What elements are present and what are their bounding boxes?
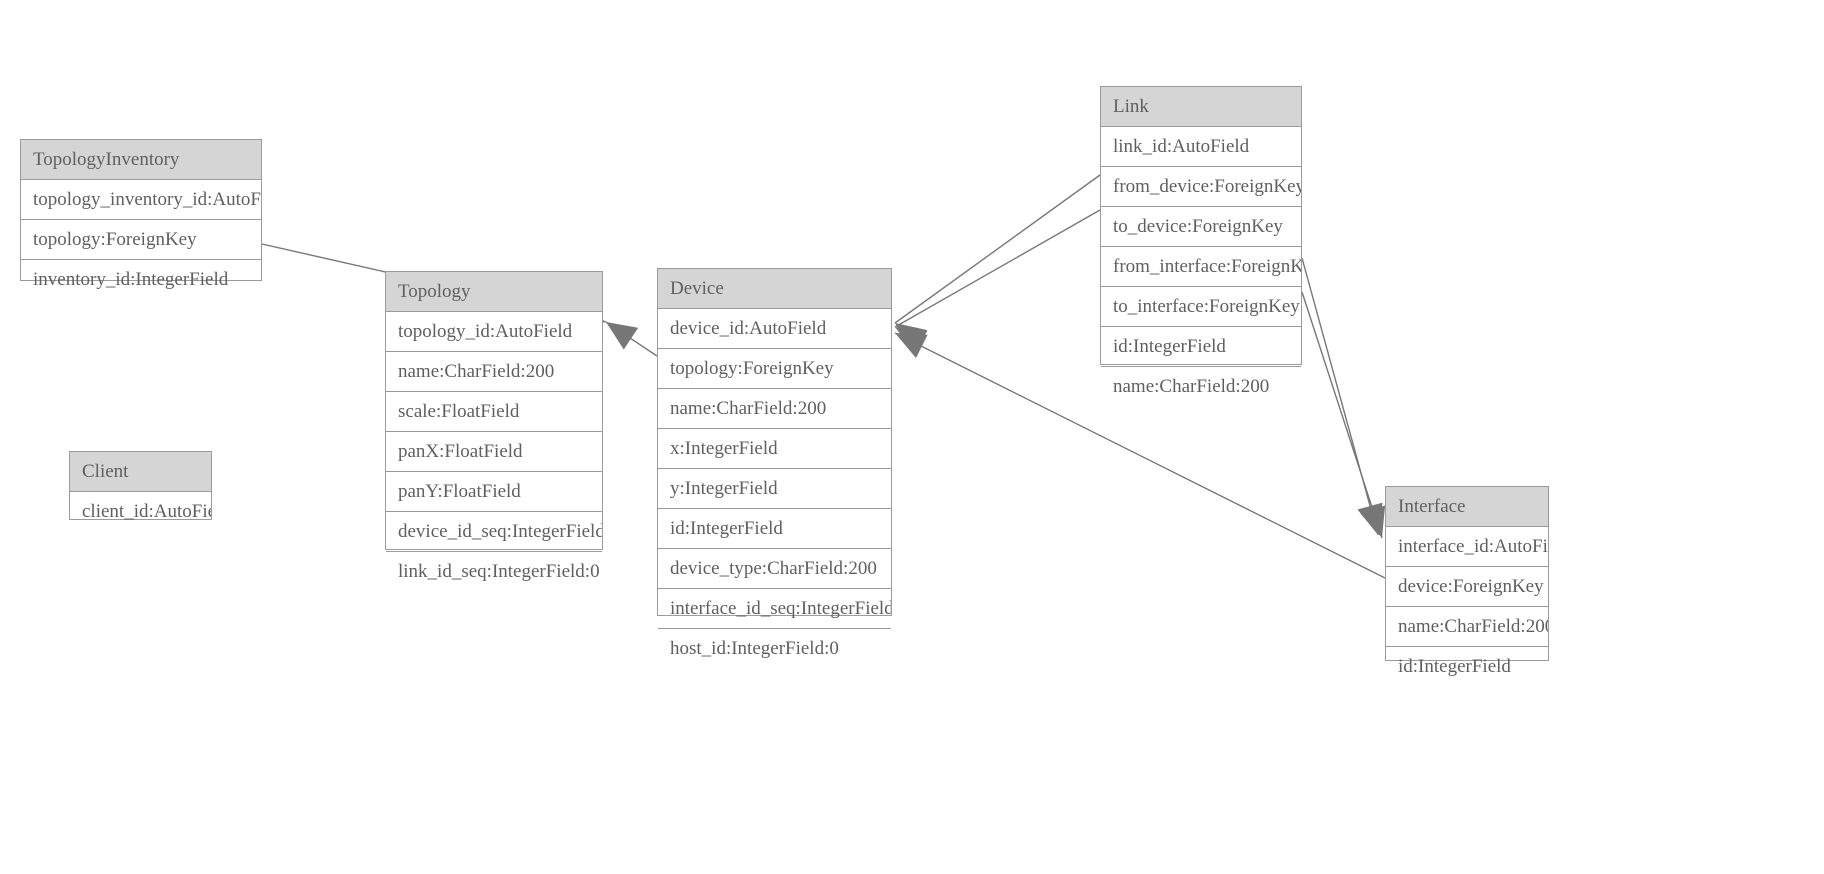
- entity-fields-client: client_id:AutoField: [70, 492, 211, 532]
- entity-field[interactable]: id:IntegerField: [1398, 656, 1511, 677]
- relation-link-to-interface-to-interface: [1301, 291, 1386, 539]
- entity-field[interactable]: panY:FloatField: [386, 472, 602, 512]
- relation-line: [605, 321, 658, 357]
- entity-field[interactable]: link_id_seq:IntegerField:0: [398, 561, 600, 582]
- relation-device-to-topology: [605, 321, 658, 357]
- entity-field[interactable]: id:IntegerField: [1101, 327, 1301, 367]
- relation-arrowhead-icon: [895, 323, 927, 352]
- entity-title-device: Device: [658, 269, 891, 309]
- entity-field[interactable]: to_device:ForeignKey: [1101, 207, 1301, 247]
- entity-title-client: Client: [70, 452, 211, 492]
- relation-line: [1301, 291, 1383, 539]
- entity-field[interactable]: from_device:ForeignKey: [1101, 167, 1301, 207]
- entity-field[interactable]: interface_id_seq:IntegerField:0: [658, 589, 891, 629]
- entity-field[interactable]: device_id_seq:IntegerField:0: [386, 512, 602, 552]
- relation-line: [1301, 257, 1379, 536]
- entity-field[interactable]: client_id:AutoField: [82, 501, 211, 522]
- relation-link-from-interface-to-interface: [1301, 257, 1383, 536]
- entity-field[interactable]: device_type:CharField:200: [658, 549, 891, 589]
- relation-arrowhead-icon: [895, 327, 928, 354]
- entity-field[interactable]: interface_id:AutoField: [1386, 527, 1548, 567]
- entity-field[interactable]: name:CharField:200: [1113, 376, 1270, 397]
- entity-title-topology: Topology: [386, 272, 602, 312]
- relation-line: [894, 209, 1101, 328]
- entity-field[interactable]: host_id:IntegerField:0: [670, 638, 839, 659]
- entity-box-interface[interactable]: Interfaceinterface_id:AutoFielddevice:Fo…: [1385, 486, 1549, 677]
- entity-field[interactable]: topology_id:AutoField: [386, 312, 602, 352]
- entity-field[interactable]: scale:FloatField: [386, 392, 602, 432]
- entity-field[interactable]: link_id:AutoField: [1101, 127, 1301, 167]
- entity-field[interactable]: name:CharField:200: [1386, 607, 1548, 647]
- entity-field[interactable]: to_interface:ForeignKey: [1101, 287, 1301, 327]
- entity-title-interface: Interface: [1386, 487, 1548, 527]
- entity-field[interactable]: id:IntegerField: [658, 509, 891, 549]
- entity-field[interactable]: y:IntegerField: [658, 469, 891, 509]
- entity-box-client[interactable]: Client client_id:AutoField: [69, 451, 212, 522]
- entity-fields-interface: interface_id:AutoFielddevice:ForeignKeyn…: [1386, 527, 1548, 687]
- entity-field[interactable]: name:CharField:200: [386, 352, 602, 392]
- entity-field[interactable]: device_id:AutoField: [658, 309, 891, 349]
- relation-arrowhead-icon: [895, 333, 928, 359]
- relation-link-from-device-to-device: [894, 174, 1101, 352]
- entity-fields-topologyinventory: topology_inventory_id:AutoFieldtopology:…: [21, 180, 261, 300]
- entity-title-link: Link: [1101, 87, 1301, 127]
- entity-field[interactable]: topology:ForeignKey: [21, 220, 261, 260]
- entity-field[interactable]: x:IntegerField: [658, 429, 891, 469]
- relation-link-to-device-to-device: [894, 209, 1101, 354]
- entity-field[interactable]: name:CharField:200: [658, 389, 891, 429]
- entity-title-topologyinventory: TopologyInventory: [21, 140, 261, 180]
- entity-field[interactable]: device:ForeignKey: [1386, 567, 1548, 607]
- entity-field[interactable]: topology:ForeignKey: [658, 349, 891, 389]
- entity-field[interactable]: panX:FloatField: [386, 432, 602, 472]
- entity-field[interactable]: inventory_id:IntegerField: [33, 269, 229, 290]
- relation-line: [894, 174, 1101, 324]
- entity-field[interactable]: topology_inventory_id:AutoField: [21, 180, 261, 220]
- relation-arrowhead-icon: [606, 322, 639, 350]
- entity-field[interactable]: from_interface:ForeignKey: [1101, 247, 1301, 287]
